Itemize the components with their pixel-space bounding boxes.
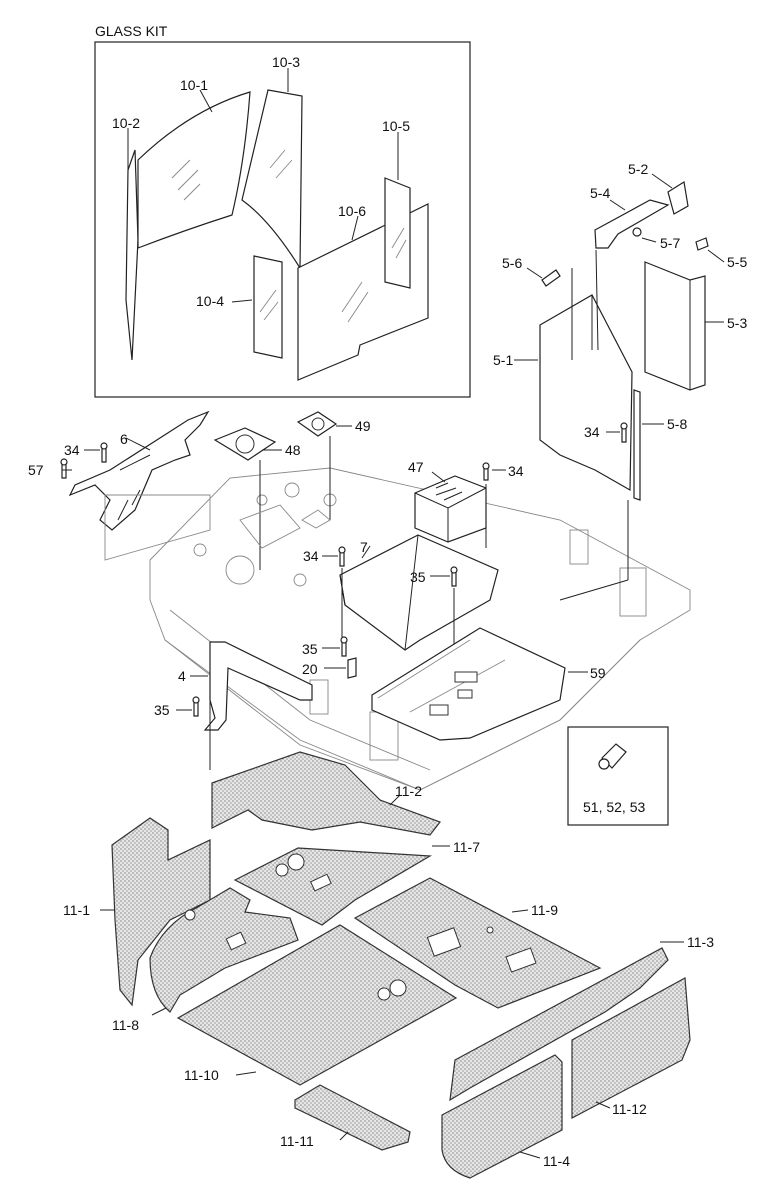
label-11-4: 11-4: [543, 1153, 570, 1169]
bolt-5-6: [541, 269, 561, 287]
glass-kit-frame: [94, 41, 471, 398]
label-5-5: 5-5: [727, 254, 747, 270]
label-5-6: 5-6: [502, 255, 522, 271]
label-10-1: 10-1: [180, 77, 208, 93]
label-11-10: 11-10: [184, 1067, 219, 1083]
label-51-52-53: 51, 52, 53: [583, 799, 645, 815]
label-11-3: 11-3: [687, 934, 714, 950]
label-10-4: 10-4: [196, 293, 224, 309]
bolt-5-7: [632, 227, 642, 237]
strip-5-8: [633, 389, 641, 501]
label-34-panel: 34: [584, 424, 600, 440]
label-5-7: 5-7: [660, 235, 680, 251]
panel-5-3: [644, 261, 706, 391]
panel-5-1: [539, 294, 633, 492]
glass-10-4: [253, 255, 283, 359]
label-7: 7: [360, 539, 368, 555]
label-34-left: 34: [64, 442, 80, 458]
label-11-9: 11-9: [531, 902, 558, 918]
label-11-7: 11-7: [453, 839, 480, 855]
clip-20: [347, 657, 357, 679]
label-34-box: 34: [508, 463, 524, 479]
bolt-5-5: [695, 237, 709, 251]
label-6: 6: [120, 431, 128, 447]
label-11-8: 11-8: [112, 1017, 139, 1033]
bracket-5-4: [594, 199, 670, 249]
bolt-35-mid: [341, 641, 347, 657]
label-35-left: 35: [154, 702, 170, 718]
glass-10-5: [384, 177, 411, 289]
label-10-3: 10-3: [272, 54, 300, 70]
label-10-2: 10-2: [112, 115, 140, 131]
plate-7: [339, 534, 499, 651]
label-5-3: 5-3: [727, 315, 747, 331]
mat-11-3: [449, 947, 669, 1102]
mat-11-2: [211, 751, 441, 836]
label-59: 59: [590, 665, 606, 681]
mat-11-9: [353, 877, 602, 1009]
label-4: 4: [178, 668, 186, 684]
box-47: [414, 475, 487, 543]
label-10-5: 10-5: [382, 118, 410, 134]
label-47: 47: [408, 459, 424, 475]
glass-10-1: [137, 91, 251, 249]
label-35-mid: 35: [302, 641, 318, 657]
glass-10-3: [241, 89, 303, 271]
mat-11-11: [294, 1084, 411, 1151]
label-48: 48: [285, 442, 301, 458]
bolt-34-plate: [339, 551, 345, 567]
label-11-11: 11-11: [280, 1133, 314, 1149]
glass-kit-title: GLASS KIT: [95, 23, 168, 39]
label-35-center: 35: [410, 569, 426, 585]
mat-11-4: [441, 1054, 563, 1179]
bolt-35-center: [451, 571, 457, 587]
bolt-34-box: [483, 467, 489, 481]
label-34-plate: 34: [303, 548, 319, 564]
mat-11-10: [176, 924, 458, 1086]
label-49: 49: [355, 418, 371, 434]
label-5-8: 5-8: [667, 416, 687, 432]
bolt-34-left: [101, 447, 107, 463]
label-10-6: 10-6: [338, 203, 366, 219]
label-11-12: 11-12: [612, 1101, 647, 1117]
bracket-5-2: [667, 181, 689, 215]
label-11-2: 11-2: [395, 783, 422, 799]
part-51-52-53-box: [567, 726, 669, 826]
base-plate-59: [371, 627, 566, 741]
label-5-1: 5-1: [493, 352, 513, 368]
bolt-57: [61, 463, 67, 479]
glass-10-2: [125, 149, 139, 361]
bolt-34-panel: [621, 427, 627, 443]
label-5-4: 5-4: [590, 185, 610, 201]
label-20: 20: [302, 661, 318, 677]
label-11-1: 11-1: [63, 902, 90, 918]
bolt-35-left: [193, 701, 199, 717]
bracket-6: [68, 410, 210, 531]
label-5-2: 5-2: [628, 161, 648, 177]
mat-11-12: [571, 977, 691, 1119]
bracket-4: [203, 641, 313, 731]
label-57: 57: [28, 462, 44, 478]
